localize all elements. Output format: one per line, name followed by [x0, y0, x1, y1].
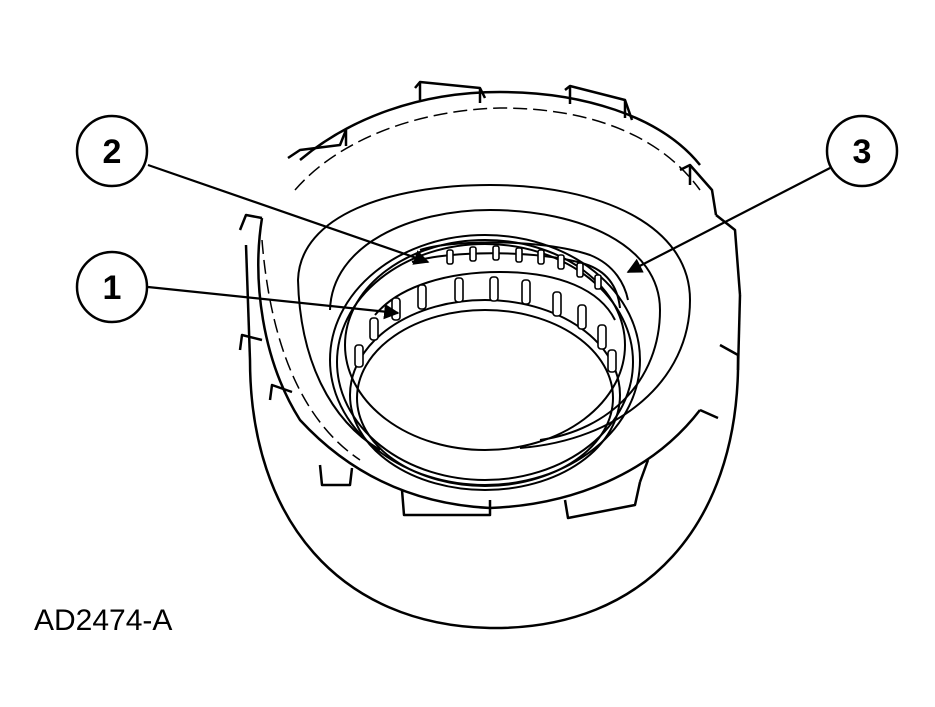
drum-body	[244, 244, 742, 630]
callout-2: 2	[75, 114, 149, 188]
needle-bearing	[354, 241, 629, 373]
leader-line-1	[147, 285, 400, 320]
callout-2-label: 2	[103, 133, 122, 171]
leader-lines	[147, 163, 831, 320]
callout-3: 3	[825, 114, 899, 188]
callout-3-label: 3	[853, 133, 872, 171]
leader-line-3	[626, 167, 831, 273]
inner-rings	[297, 183, 692, 491]
callout-1: 1	[75, 250, 149, 324]
drum-rim-teeth	[238, 80, 742, 520]
leader-line-2	[147, 163, 430, 265]
figure-id-label: AD2474-A	[34, 604, 173, 637]
callout-1-label: 1	[103, 269, 122, 307]
